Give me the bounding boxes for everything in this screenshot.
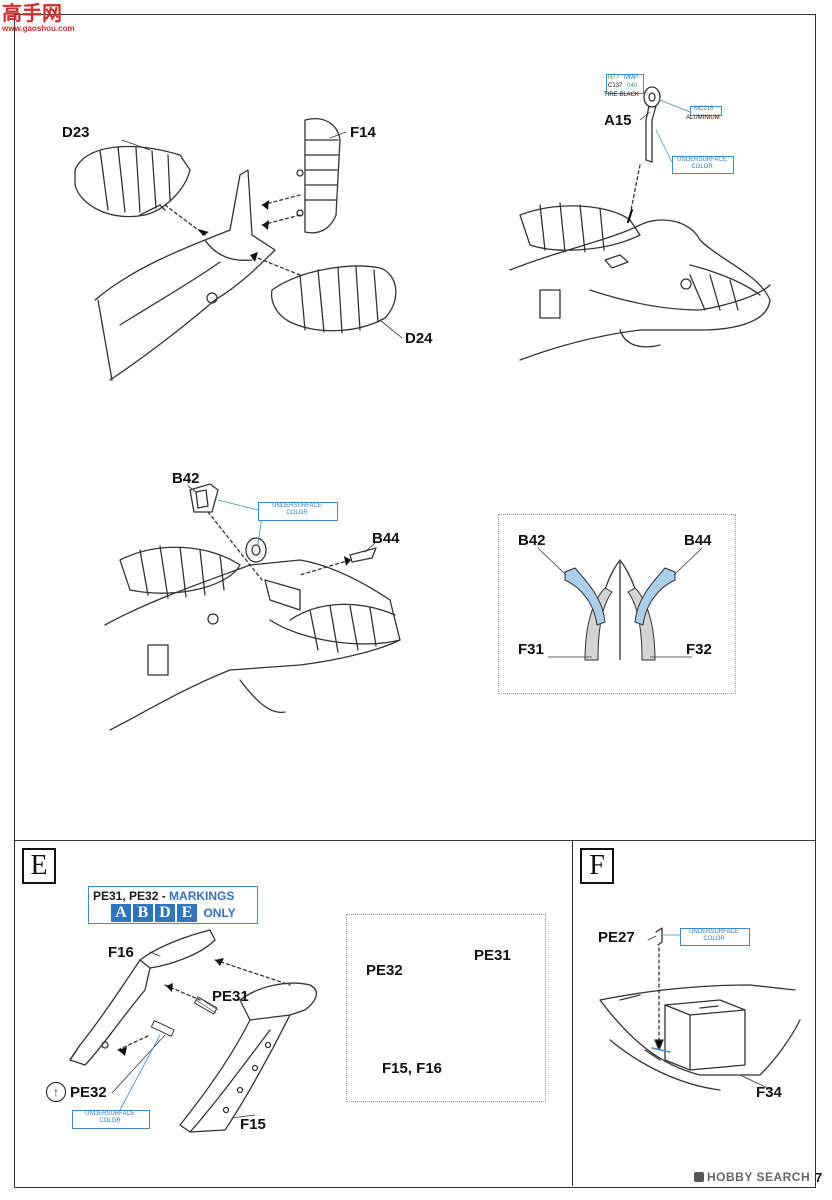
inset-label-pe31: PE31 — [474, 947, 511, 964]
label-f34: F34 — [756, 1084, 782, 1101]
step-e-undersurface-text: UNDERSURFACE — [85, 1111, 135, 1117]
cockpit-drawing — [599, 984, 801, 1091]
paint-h77: H77 — [608, 75, 620, 81]
label-d23: D23 — [62, 124, 90, 141]
marking-e: E — [177, 904, 197, 922]
label-d24: D24 — [405, 330, 433, 347]
label-f15: F15 — [240, 1116, 266, 1133]
undersurface-callout-color: COLOR — [691, 164, 713, 170]
doors-undersurface-callout-color: COLOR — [286, 510, 308, 516]
doors-undersurface-callout-text: UNDERSURFACE — [272, 503, 322, 509]
tailwheel-a15 — [643, 86, 661, 163]
paint-mmp: MMP — [624, 75, 638, 81]
door-b42 — [189, 483, 219, 513]
watermark-chars: 高手网 — [2, 1, 62, 25]
paint-c137: C137 — [608, 83, 623, 89]
stabilizer-d23 — [74, 146, 191, 218]
inset-label-f31: F31 — [518, 641, 544, 658]
label-f14: F14 — [350, 124, 376, 141]
page-number: 7 — [815, 1170, 823, 1185]
marking-b: B — [133, 904, 153, 922]
watermark-logo: 高手网 www.gaoshou.com — [2, 2, 75, 33]
paint-tire-black: TIRE BLACK — [604, 92, 640, 98]
step-f-undersurface-color: COLOR — [703, 936, 725, 942]
section-divider-vertical — [572, 840, 573, 1186]
doors-inset-frame — [498, 514, 736, 694]
rudder-f14 — [296, 118, 341, 234]
inset-label-b42: B42 — [518, 532, 546, 549]
orientation-arrow-icon: ↑ — [46, 1082, 66, 1102]
inset-label-b44: B44 — [684, 532, 712, 549]
markings-only: ONLY — [203, 906, 236, 920]
marking-a: A — [111, 904, 131, 922]
markings-word: MARKINGS — [169, 889, 235, 903]
inset-label-pe32: PE32 — [366, 962, 403, 979]
step-e-inset-frame — [346, 914, 546, 1102]
stabilizer-d24 — [270, 265, 397, 334]
label-pe31: PE31 — [212, 988, 249, 1005]
label-pe32: PE32 — [70, 1084, 107, 1101]
doors-undersurface-callout-box — [258, 502, 338, 521]
label-a15: A15 — [604, 112, 632, 129]
doors-wheel — [245, 537, 267, 563]
watermark-url: www.gaoshou.com — [2, 24, 75, 33]
undersurface-callout-text: UNDERSURFACE — [677, 157, 727, 163]
section-divider — [14, 840, 815, 841]
part-pe31 — [193, 996, 219, 1015]
paint-040: 040 — [627, 83, 638, 89]
fuselage-underside-drawing — [509, 202, 771, 361]
fuselage-doors-drawing — [104, 545, 401, 731]
paint-code-box — [606, 74, 644, 94]
part-f15 — [179, 982, 317, 1133]
inset-label-f32: F32 — [686, 641, 712, 658]
part-f16 — [69, 929, 216, 1066]
label-f16: F16 — [108, 944, 134, 961]
step-e-undersurface-box — [72, 1110, 150, 1129]
part-pe32 — [150, 1020, 175, 1037]
undersurface-callout-box — [672, 156, 734, 174]
label-b44: B44 — [372, 530, 400, 547]
step-e-box: E — [22, 848, 56, 884]
label-b42: B42 — [172, 470, 200, 487]
step-f-undersurface-text: UNDERSURFACE — [689, 929, 739, 935]
paint-mc218: MC218 — [694, 106, 714, 112]
page-frame — [14, 14, 816, 1188]
hobby-search-brand: HOBBY SEARCH — [707, 1170, 811, 1184]
inset-label-f15-f16: F15, F16 — [382, 1060, 443, 1077]
paint-aluminium: ALUMINIUM — [686, 115, 720, 121]
markings-parts: PE31, PE32 - — [93, 889, 170, 903]
step-e-undersurface-color: COLOR — [99, 1118, 121, 1124]
mc218-box — [690, 106, 722, 116]
hobby-search-logo-icon — [694, 1172, 704, 1182]
step-f-undersurface-box — [680, 928, 750, 946]
label-pe27: PE27 — [598, 929, 635, 946]
marking-d: D — [155, 904, 175, 922]
step-f-box: F — [580, 848, 614, 884]
